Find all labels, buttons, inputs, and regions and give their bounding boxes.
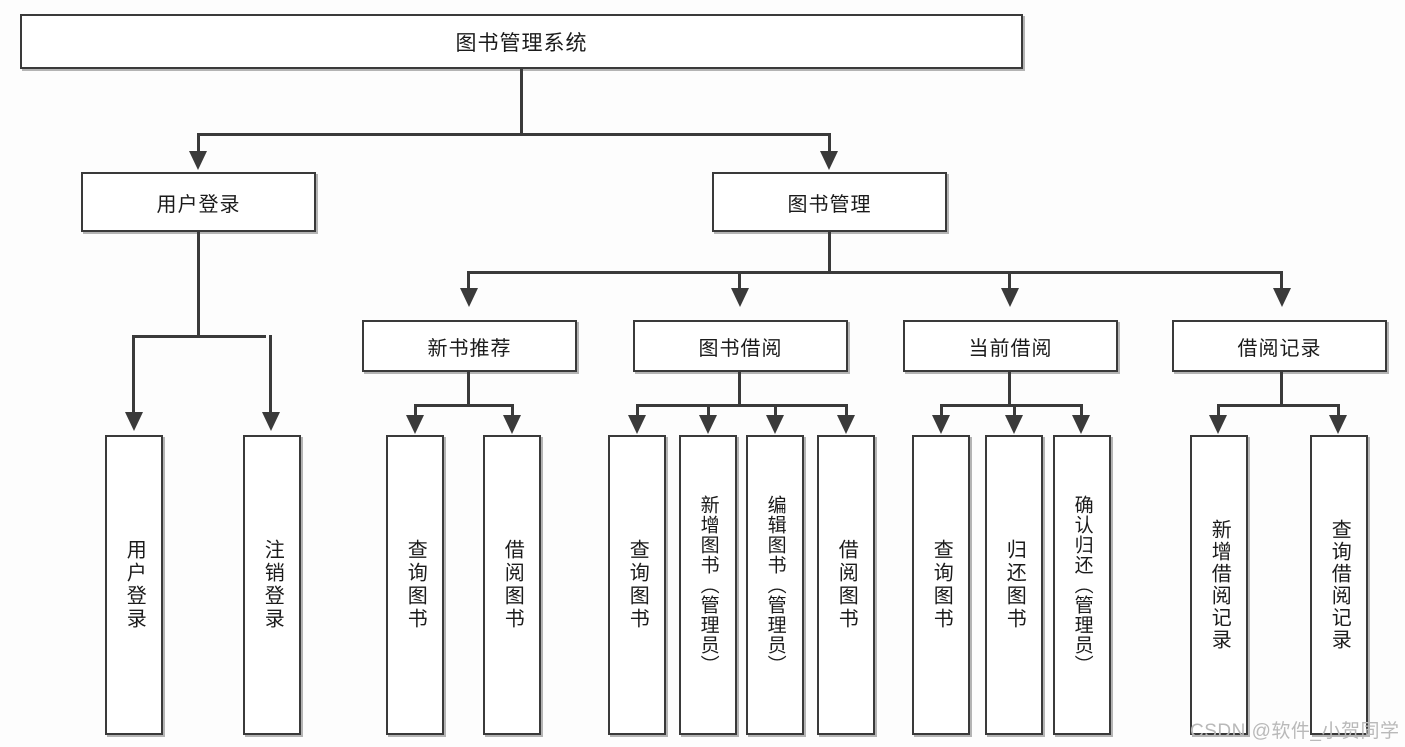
connector-book-borrow-to-query: [636, 404, 639, 418]
connector-borrow-record-bus: [1217, 404, 1339, 407]
node-new-book-rec[interactable]: 新书推荐: [362, 320, 577, 372]
arrowhead-leaf-query-book-bor: [628, 415, 646, 434]
node-leaf-user-logout[interactable]: 注销登录: [243, 435, 301, 735]
node-leaf-add-book-admin[interactable]: 新增图书（管理员）: [679, 435, 737, 735]
node-current-borrow[interactable]: 当前借阅: [903, 320, 1118, 372]
node-leaf-add-borrow-rec[interactable]: 新增借阅记录: [1190, 435, 1248, 735]
connector-book-borrow-bus: [636, 404, 847, 407]
arrowhead-leaf-borrow-book-bor: [837, 415, 855, 434]
node-label: 新增图书（管理员）: [697, 495, 719, 675]
connector-book-manage-to-new-book-rec: [467, 271, 470, 291]
node-label: 查询图书: [626, 539, 649, 631]
connector-new-book-rec-stem: [467, 372, 470, 406]
connector-current-borrow-bus: [940, 404, 1082, 407]
node-leaf-query-borrow-rec[interactable]: 查询借阅记录: [1310, 435, 1368, 735]
arrowhead-leaf-user-logout: [262, 412, 280, 431]
node-leaf-borrow-book-bor[interactable]: 借阅图书: [817, 435, 875, 735]
connector-book-manage-to-borrow-record: [1280, 271, 1283, 291]
node-label: 用户登录: [156, 193, 241, 216]
node-label: 新增借阅记录: [1208, 519, 1231, 651]
connector-borrow-record-stem: [1280, 372, 1283, 406]
connector-user-login-to-leaf-login: [132, 335, 135, 416]
connector-root-to-user-login: [197, 133, 200, 155]
node-label: 借阅图书: [835, 539, 858, 631]
arrowhead-current-borrow: [1001, 288, 1019, 307]
node-leaf-borrow-book-rec[interactable]: 借阅图书: [483, 435, 541, 735]
node-label: 新书推荐: [427, 337, 512, 360]
node-leaf-return-book[interactable]: 归还图书: [985, 435, 1043, 735]
connector-new-book-rec-to-borrow: [511, 404, 514, 418]
arrowhead-user-login: [189, 151, 207, 170]
node-leaf-query-book-rec[interactable]: 查询图书: [386, 435, 444, 735]
arrowhead-leaf-add-borrow-rec: [1209, 415, 1227, 434]
connector-book-borrow-to-borrow: [845, 404, 848, 418]
arrowhead-leaf-query-borrow-rec: [1329, 415, 1347, 434]
connector-borrow-record-to-add: [1217, 404, 1220, 418]
connector-new-book-rec-bus: [414, 404, 513, 407]
node-borrow-record[interactable]: 借阅记录: [1172, 320, 1387, 372]
connector-book-manage-to-current-borrow: [1008, 271, 1011, 291]
node-leaf-query-book-cur[interactable]: 查询图书: [912, 435, 970, 735]
arrowhead-leaf-return-book: [1005, 415, 1023, 434]
node-label: 查询图书: [930, 539, 953, 631]
node-label: 借阅记录: [1237, 337, 1322, 360]
node-label: 注销登录: [261, 539, 284, 631]
node-user-login[interactable]: 用户登录: [81, 172, 316, 232]
node-leaf-edit-book-admin[interactable]: 编辑图书（管理员）: [746, 435, 804, 735]
connector-root-to-book-manage: [828, 133, 831, 155]
node-label: 借阅图书: [501, 539, 524, 631]
connector-book-manage-bus: [467, 271, 1283, 274]
node-label: 图书借阅: [698, 337, 783, 360]
node-label: 图书管理系统: [455, 31, 588, 55]
arrowhead-leaf-query-book-rec: [406, 415, 424, 434]
connector-book-borrow-to-edit: [774, 404, 777, 418]
node-label: 图书管理: [787, 193, 872, 216]
connector-current-borrow-stem: [1008, 372, 1011, 406]
node-label: 当前借阅: [968, 337, 1053, 360]
node-label: 查询借阅记录: [1328, 519, 1351, 651]
arrowhead-leaf-add-book-admin: [699, 415, 717, 434]
arrowhead-leaf-query-book-cur: [932, 415, 950, 434]
connector-current-borrow-to-return: [1013, 404, 1016, 418]
node-book-manage[interactable]: 图书管理: [712, 172, 947, 232]
node-book-borrow[interactable]: 图书借阅: [633, 320, 848, 372]
arrowhead-leaf-user-login: [125, 412, 143, 431]
connector-user-login-bus: [132, 335, 266, 338]
connector-new-book-rec-to-query: [414, 404, 417, 418]
connector-user-login-stem: [197, 232, 200, 337]
arrowhead-leaf-confirm-return: [1072, 415, 1090, 434]
arrowhead-book-manage: [820, 151, 838, 170]
connector-current-borrow-to-confirm: [1080, 404, 1083, 418]
connector-level2-bus: [197, 133, 831, 136]
arrowhead-leaf-edit-book-admin: [766, 415, 784, 434]
connector-book-manage-to-book-borrow: [738, 271, 741, 291]
node-leaf-user-login[interactable]: 用户登录: [105, 435, 163, 735]
arrowhead-leaf-borrow-book-rec: [503, 415, 521, 434]
node-label: 用户登录: [123, 539, 146, 631]
connector-book-borrow-to-add: [707, 404, 710, 418]
node-label: 确认归还（管理员）: [1071, 495, 1093, 675]
node-leaf-query-book-bor[interactable]: 查询图书: [608, 435, 666, 735]
connector-user-login-to-leaf-logout: [269, 335, 272, 416]
connector-current-borrow-to-query: [940, 404, 943, 418]
connector-borrow-record-to-query: [1337, 404, 1340, 418]
connector-root-stem: [520, 69, 523, 135]
arrowhead-book-borrow: [731, 288, 749, 307]
arrowhead-borrow-record: [1273, 288, 1291, 307]
connector-book-manage-stem: [828, 232, 831, 274]
node-leaf-confirm-return[interactable]: 确认归还（管理员）: [1053, 435, 1111, 735]
node-label: 归还图书: [1003, 539, 1026, 631]
arrowhead-new-book-rec: [460, 288, 478, 307]
node-label: 查询图书: [404, 539, 427, 631]
node-label: 编辑图书（管理员）: [764, 495, 786, 675]
node-root-system[interactable]: 图书管理系统: [20, 14, 1023, 69]
connector-book-borrow-stem: [738, 372, 741, 406]
